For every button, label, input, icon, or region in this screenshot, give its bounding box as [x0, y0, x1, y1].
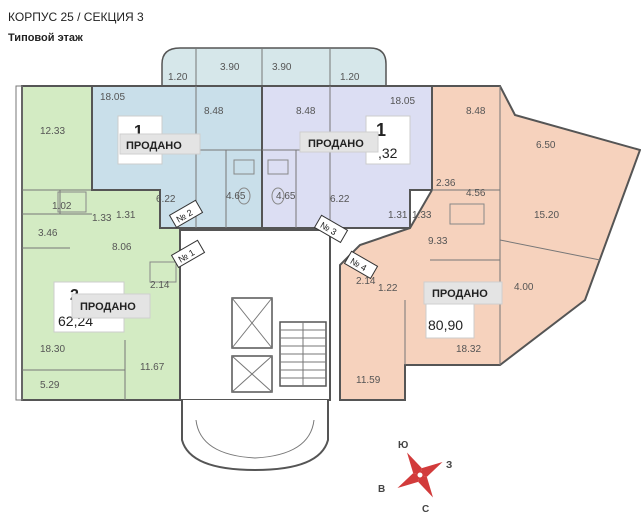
peach-info-card: 80,90 [425, 299, 475, 339]
room-area: 12.33 [40, 126, 65, 137]
room-area: 2.14 [150, 280, 170, 291]
room-area: 1.31 [388, 210, 408, 221]
room-area: 8.48 [204, 106, 224, 117]
stair-core [179, 229, 331, 472]
room-count: 1 [134, 123, 143, 140]
room-area: 1.20 [340, 72, 360, 83]
room-area: 11.59 [356, 375, 381, 386]
apartment-area: 80,90 [428, 317, 463, 333]
sold-badge-green: ПРОДАНО [71, 293, 151, 319]
room-area: 18.05 [100, 92, 125, 103]
apartment-tag-3: № 3 [313, 214, 349, 244]
compass-rose: Ю З В С [378, 440, 452, 515]
room-area: 1.20 [168, 72, 188, 83]
room-area: 18.32 [456, 344, 481, 355]
room-area: 3.90 [272, 62, 292, 73]
room-area: 2.36 [436, 178, 456, 189]
room-area: 9.33 [428, 236, 448, 247]
compass-label-e: З [446, 460, 452, 471]
sold-text: ПРОДАНО [80, 301, 136, 313]
room-area: 1.22 [378, 283, 398, 294]
apartment-tag-4: № 4 [343, 250, 379, 280]
sold-badge-blue: ПРОДАНО [119, 133, 201, 155]
page-subtitle: Типовой этаж [8, 32, 83, 44]
room-area: 6.22 [156, 194, 176, 205]
room-area: 1.02 [52, 201, 72, 212]
sold-text: ПРОДАНО [126, 140, 182, 152]
sold-badge-lavender: ПРОДАНО [299, 131, 379, 153]
compass-label-s: С [422, 504, 429, 515]
compass-label-n: Ю [398, 440, 408, 451]
room-area: 2.14 [356, 276, 376, 287]
room-area: 6.22 [330, 194, 350, 205]
room-area: 3.90 [220, 62, 240, 73]
room-area: 1.33 [412, 210, 432, 221]
apartment-tag-2: № 2 [168, 199, 204, 229]
room-area: 4.00 [514, 282, 534, 293]
room-area: 1.31 [116, 210, 136, 221]
room-area: 4.65 [276, 191, 296, 202]
page-title: КОРПУС 25 / СЕКЦИЯ 3 [8, 10, 144, 24]
apartment-peach-area[interactable] [339, 85, 641, 401]
room-area: 18.05 [390, 96, 415, 107]
room-area: 8.06 [112, 242, 132, 253]
sold-text: ПРОДАНО [308, 138, 364, 150]
room-area: 4.56 [466, 188, 486, 199]
sold-badge-peach: ПРОДАНО [423, 281, 503, 305]
room-area: 8.48 [466, 106, 486, 117]
compass-label-w: В [378, 484, 385, 495]
room-area: 6.50 [536, 140, 556, 151]
room-area: 18.30 [40, 344, 65, 355]
room-count: 1 [376, 120, 386, 140]
apartment-tag-1: № 1 [170, 239, 206, 269]
room-area: 3.46 [38, 228, 58, 239]
room-area: 1.33 [92, 213, 112, 224]
apartment-peach[interactable] [339, 85, 641, 401]
room-area: 15.20 [534, 210, 559, 221]
room-area: 11.67 [140, 362, 165, 373]
apartment-area: ,32 [378, 145, 398, 161]
room-area: 5.29 [40, 380, 60, 391]
room-area: 4.65 [226, 191, 246, 202]
room-area: 8.48 [296, 106, 316, 117]
balcony-top [161, 47, 387, 87]
sold-text: ПРОДАНО [432, 288, 488, 300]
